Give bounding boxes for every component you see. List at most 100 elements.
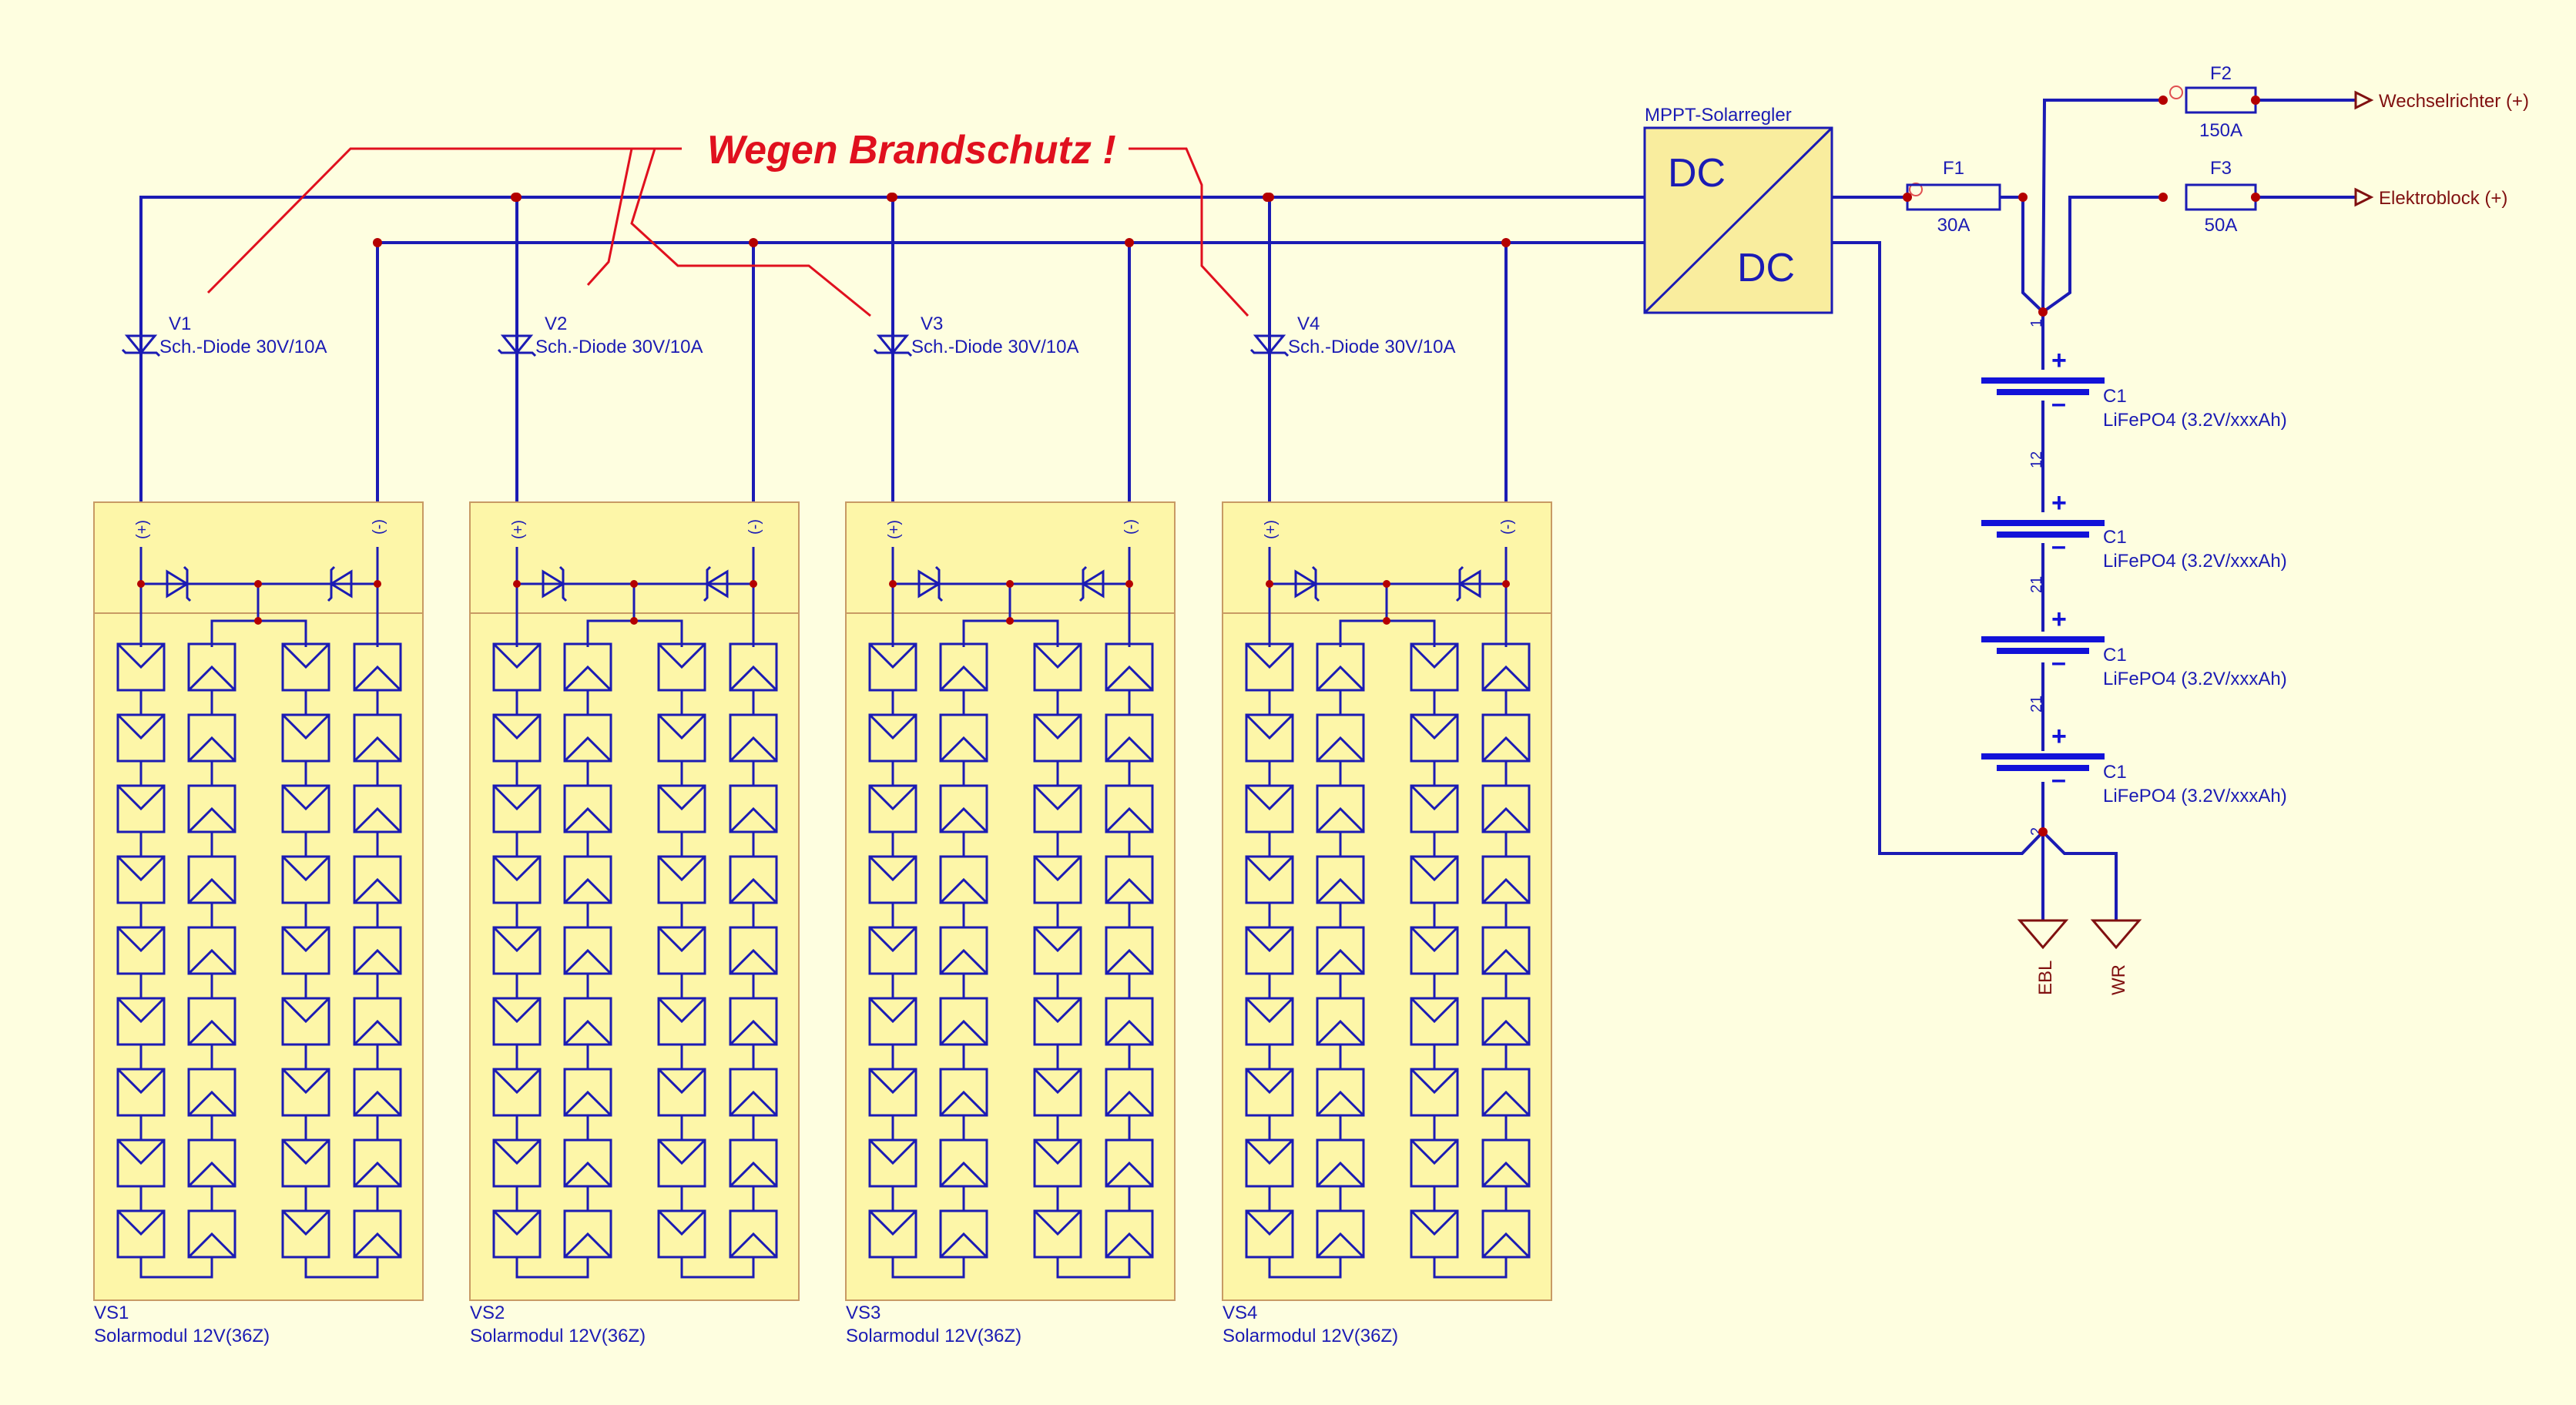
bypass-diode-icon: [166, 569, 190, 599]
cell-symbol: [657, 926, 706, 953]
cell-symbol: [187, 1019, 236, 1046]
cell-symbol: [281, 1068, 330, 1095]
cell-symbol: [729, 1161, 778, 1188]
cell-symbol: [353, 806, 402, 833]
solar-module-panel: [845, 501, 1176, 1301]
ground-symbol: [2017, 919, 2069, 950]
cell-symbol: [116, 713, 166, 740]
junction-dot: [513, 580, 521, 588]
cell-loop: [1056, 1257, 1131, 1279]
controller-diagonal: [1643, 126, 1833, 314]
annotation-leader-line: [586, 148, 633, 287]
cell-symbol: [563, 665, 612, 692]
ground-wr-label: WR: [2108, 964, 2129, 995]
junction-dot: [1006, 617, 1014, 625]
cell-symbol: [187, 665, 236, 692]
junction-dot: [2158, 96, 2168, 105]
cell-symbol: [281, 784, 330, 811]
diode-desc: Sch.-Diode 30V/10A: [535, 337, 703, 357]
wr-ground-wire: [2041, 830, 2118, 920]
cell-symbol: [657, 1209, 706, 1236]
cell-symbol: [1033, 713, 1082, 740]
cell-ref: C1: [2103, 386, 2127, 407]
cell-plus-sign: +: [2051, 605, 2067, 634]
cell-symbol: [1316, 877, 1365, 904]
cell-symbol: [1316, 736, 1365, 763]
diode-ref: V3: [921, 314, 943, 334]
cell-symbol: [1410, 997, 1459, 1024]
junction-dot: [749, 238, 758, 247]
cell-symbol: [1316, 1232, 1365, 1259]
cell-symbol: [939, 1090, 988, 1117]
cell-symbol: [1316, 806, 1365, 833]
cell-plate-negative: [1997, 531, 2089, 538]
cell-symbol: [353, 877, 402, 904]
cell-symbol: [868, 713, 917, 740]
cell-symbol: [657, 784, 706, 811]
junction-dot: [630, 617, 638, 625]
cell-symbol: [1410, 855, 1459, 882]
solar-module-panel: [469, 501, 800, 1301]
cell-symbol: [563, 1161, 612, 1188]
cell-symbol: [563, 1019, 612, 1046]
cell-symbol: [492, 855, 542, 882]
cell-symbol: [868, 1138, 917, 1165]
cell-symbol: [939, 736, 988, 763]
cell-symbol: [1481, 1019, 1531, 1046]
f1-to-battery-wire: [2021, 197, 2044, 314]
module-desc: Solarmodul 12V(36Z): [846, 1326, 1021, 1346]
distribution-junctions: [1903, 96, 2260, 837]
cell-symbol: [1316, 948, 1365, 975]
module-minus-terminal: (-): [1499, 519, 1516, 535]
fuse-f1-rating: 30A: [1937, 215, 1971, 236]
output-elektroblock: Elektroblock (+): [2354, 187, 2507, 209]
cell-symbol: [1033, 642, 1082, 669]
battery-pin-label: 21: [2028, 576, 2045, 593]
junction-dot: [887, 193, 896, 202]
cell-symbol: [187, 1232, 236, 1259]
cell-symbol: [729, 1232, 778, 1259]
solar-module-panel: [93, 501, 424, 1301]
cell-symbol: [1245, 1138, 1294, 1165]
cell-symbol: [657, 1068, 706, 1095]
bypass-diode-icon: [329, 569, 353, 599]
schottky-diode-icon: [124, 334, 158, 355]
junction-dot: [630, 580, 638, 588]
cell-symbol: [492, 1209, 542, 1236]
fuse-f1-marker: [1909, 183, 1923, 196]
schottky-diode-icon: [1253, 334, 1286, 355]
junction-dot: [2158, 193, 2168, 202]
battery-to-f3-wire: [2041, 196, 2163, 314]
cell-symbol: [563, 877, 612, 904]
cell-symbol: [1105, 1019, 1154, 1046]
cell-symbol: [1481, 1232, 1531, 1259]
cell-symbol: [1481, 1161, 1531, 1188]
battery-pin-label: 2: [2028, 827, 2045, 836]
cell-symbol: [116, 784, 166, 811]
schottky-diode-icon: [876, 334, 910, 355]
cell-minus-sign: –: [2051, 765, 2066, 794]
diode-bar: [497, 348, 537, 357]
cell-symbol: [116, 926, 166, 953]
cell-symbol: [116, 1138, 166, 1165]
cell-desc: LiFePO4 (3.2V/xxxAh): [2103, 786, 2287, 806]
junction-dot: [2251, 96, 2260, 105]
cell-ref: C1: [2103, 762, 2127, 783]
cell-symbol: [563, 736, 612, 763]
cell-symbol: [563, 806, 612, 833]
cell-symbol: [1105, 736, 1154, 763]
battery-stack: + – C1 LiFePO4 (3.2V/xxxAh) + – C1 LiFeP…: [1981, 319, 2287, 836]
cell-symbol: [353, 736, 402, 763]
module-plus-terminal: (+): [510, 520, 527, 539]
bypass-diode-bar: [703, 565, 712, 602]
output-port-arrow: [2354, 90, 2374, 110]
battery-to-f2-wire: [2041, 99, 2163, 313]
junction-dot: [1125, 580, 1133, 588]
cell-desc: LiFePO4 (3.2V/xxxAh): [2103, 669, 2287, 689]
bypass-diode-bar: [327, 565, 336, 602]
cell-symbol: [281, 926, 330, 953]
bypass-diode-icon: [1081, 569, 1105, 599]
